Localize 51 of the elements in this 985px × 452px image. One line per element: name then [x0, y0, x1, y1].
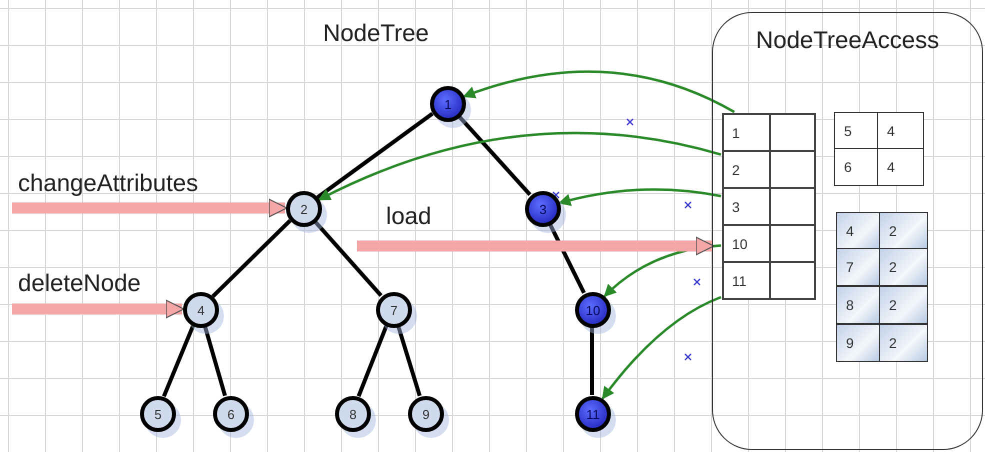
tree-node-circle: 6	[213, 396, 249, 432]
block-arrow	[357, 236, 714, 256]
table-cell: 2	[879, 324, 928, 362]
tree-branch-line	[316, 112, 434, 200]
tree-node-circle: 8	[335, 396, 371, 432]
edge-label: load	[386, 205, 432, 229]
table-cell: 8	[836, 286, 881, 324]
table-cell: 4	[836, 212, 881, 250]
table-cell: 6	[834, 148, 879, 186]
tree-node-circle: 2	[286, 191, 322, 227]
edge-label: changeAttributes	[18, 172, 198, 196]
curved-arrow	[602, 296, 722, 400]
tree-branch-line	[203, 326, 227, 396]
tree-branch-line	[313, 220, 383, 297]
block-arrow	[12, 300, 184, 318]
tree-branch-line	[548, 223, 586, 294]
table-cell: 2	[879, 286, 928, 324]
table-row: 3	[722, 187, 816, 226]
tree-branch-line	[396, 326, 422, 396]
block-arrow	[12, 198, 288, 218]
table-cell: 2	[879, 248, 928, 286]
rounded-container	[712, 12, 983, 450]
tree-branch-line	[356, 325, 388, 397]
curved-arrow	[462, 70, 735, 114]
table-row: 11	[722, 261, 816, 300]
curved-arrow	[318, 132, 722, 201]
edge-label: deleteNode	[18, 272, 141, 296]
tree-branch-line	[162, 324, 195, 398]
table-cell: 4	[877, 112, 924, 150]
table-cell: 2	[879, 212, 928, 250]
table-cell: 4	[877, 148, 924, 186]
container-title: NodeTreeAccess	[754, 27, 940, 55]
table-cell: 7	[836, 248, 881, 286]
table-row: 10	[722, 224, 816, 263]
tree-node-circle: 9	[408, 396, 444, 432]
tree-node-circle: 1	[430, 86, 466, 122]
tree-branch-line	[458, 115, 532, 196]
table-cell: 5	[834, 112, 879, 150]
tree-node-circle: 10	[575, 292, 611, 328]
diagram-title: NodeTree	[323, 20, 429, 48]
table-row: 2	[722, 150, 816, 189]
table-row: 1	[722, 113, 816, 152]
tree-branch-line	[211, 219, 292, 298]
tree-node-circle: 7	[376, 292, 412, 328]
tree-node-circle: 3	[525, 191, 561, 227]
tree-node-circle: 11	[575, 396, 611, 432]
table-cell: 9	[836, 324, 881, 362]
tree-branch-line	[590, 327, 594, 395]
tree-node-circle: 5	[140, 396, 176, 432]
curved-arrow	[558, 188, 722, 206]
tree-node-circle: 4	[183, 292, 219, 328]
